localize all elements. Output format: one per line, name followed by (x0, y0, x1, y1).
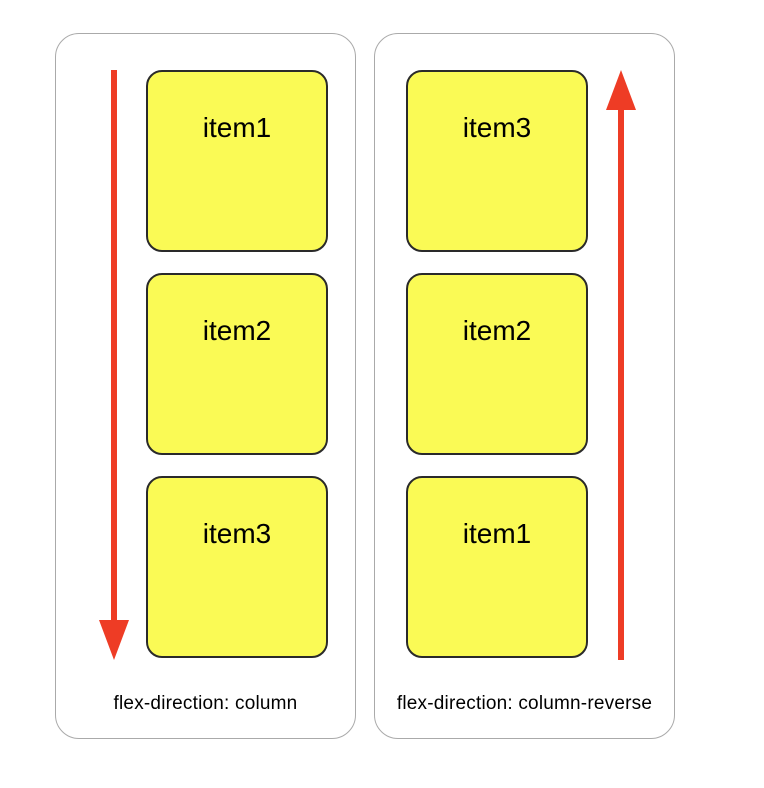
panel-flex-direction-column: item1 item2 item3 flex-direction: column (55, 33, 356, 739)
flex-item: item2 (146, 273, 328, 455)
flex-item: item3 (406, 70, 588, 252)
flex-item: item1 (146, 70, 328, 252)
flex-items-column: item3 item2 item1 (406, 70, 588, 658)
panel-caption: flex-direction: column (113, 693, 298, 714)
flex-items-column: item1 item2 item3 (146, 70, 328, 658)
flex-item: item3 (146, 476, 328, 658)
arrow-up-icon (606, 70, 636, 660)
panel-flex-direction-column-reverse: item3 item2 item1 flex-direction: column… (374, 33, 675, 739)
arrow-down-icon (99, 70, 129, 660)
flex-item: item1 (406, 476, 588, 658)
flex-item: item2 (406, 273, 588, 455)
panel-caption: flex-direction: column-reverse (396, 693, 653, 714)
